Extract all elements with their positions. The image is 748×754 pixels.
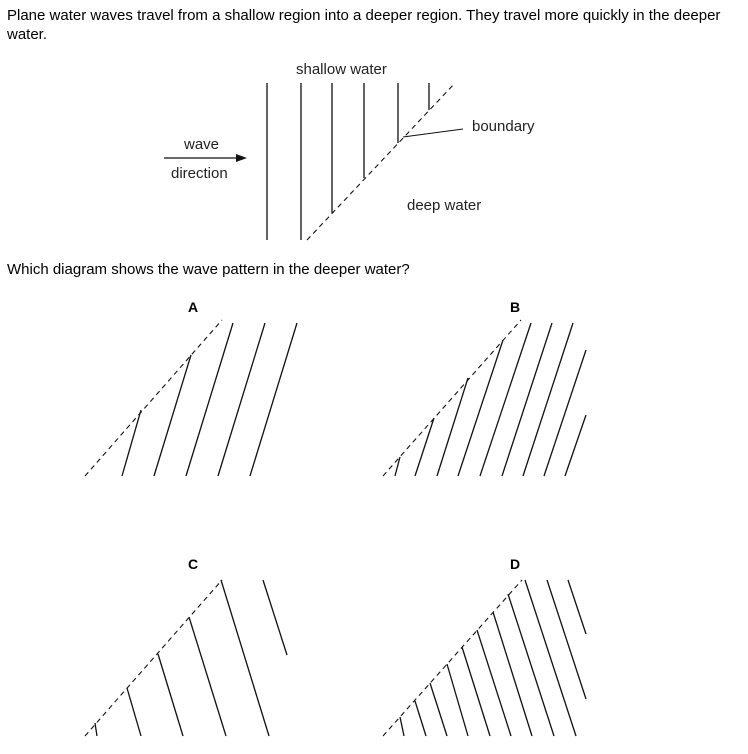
question-prompt: Which diagram shows the wave pattern in … bbox=[7, 261, 410, 278]
option-d-diagram bbox=[382, 579, 587, 737]
option-a-diagram bbox=[84, 319, 298, 477]
deep-water-label: deep water bbox=[407, 197, 482, 214]
shallow-water-label: shallow water bbox=[296, 61, 387, 78]
arrow-icon bbox=[164, 154, 247, 162]
option-b-diagram bbox=[382, 319, 587, 477]
question-intro: Plane water waves travel from a shallow … bbox=[7, 7, 721, 43]
direction-label: direction bbox=[171, 165, 228, 182]
option-d-label: D bbox=[509, 556, 521, 572]
option-c-label: C bbox=[187, 556, 199, 572]
option-a-label: A bbox=[187, 299, 199, 315]
main-diagram bbox=[164, 82, 464, 241]
boundary-label: boundary bbox=[472, 118, 535, 135]
option-b-label: B bbox=[509, 299, 521, 315]
option-c-diagram bbox=[84, 579, 288, 737]
boundary-line bbox=[306, 82, 456, 241]
wave-label: wave bbox=[184, 136, 220, 153]
